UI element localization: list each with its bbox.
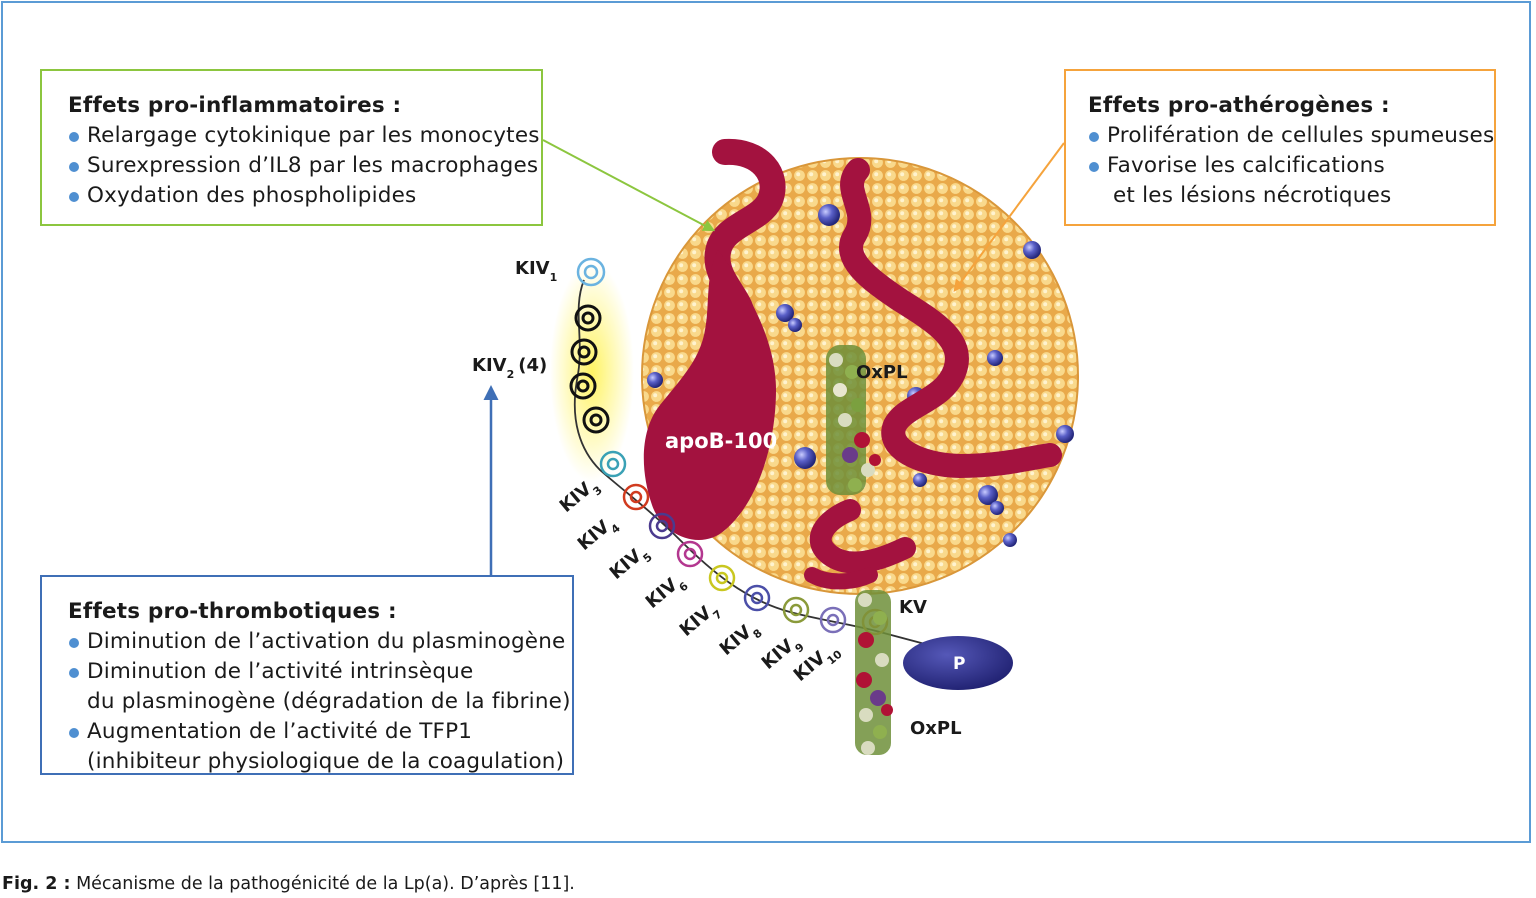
list-item-continuation: et les lésions nécrotiques	[1113, 183, 1392, 208]
oxpl-top-molecule	[826, 345, 881, 495]
list-item: Prolifération de cellules spumeuses	[1088, 121, 1494, 151]
box-title: Effets pro-athérogènes :	[1088, 93, 1390, 118]
kiv2-coils	[569, 304, 610, 434]
caption-text: Mécanisme de la pathogénicité de la Lp(a…	[70, 874, 575, 894]
arrow-atherogenic	[953, 142, 1065, 292]
kiv7-coil	[708, 564, 736, 592]
kiv6-label: KIV6	[642, 569, 691, 616]
list-item: Diminution de l’activation du plasminogè…	[68, 627, 572, 657]
kiv3-coil	[599, 450, 627, 478]
box-pro-atherogenic: Effets pro-athérogènes : Prolifération d…	[1064, 69, 1496, 226]
kiv7-label: KIV7	[676, 598, 725, 645]
p-protein-shape	[903, 636, 1013, 690]
kringle-chain	[569, 257, 941, 649]
apob-100-blob	[643, 250, 776, 540]
kiv1-coil	[576, 257, 606, 287]
kiv8-coil	[743, 584, 771, 612]
kiv8-label: KIV8	[716, 617, 765, 664]
bullet-list: Diminution de l’activation du plasminogè…	[68, 627, 572, 777]
list-item: Relargage cytokinique par les monocytes	[68, 121, 541, 151]
oxpl-top-label: OxPL	[856, 362, 908, 383]
list-item: Favorise les calcifications	[1088, 151, 1494, 181]
list-item-continuation: du plasminogène (dégradation de la fibri…	[87, 689, 571, 714]
kiv5-coil	[648, 512, 676, 540]
oxpl-bottom-molecule	[855, 590, 893, 755]
p-label: P	[953, 654, 965, 674]
box-pro-thrombotic: Effets pro-thrombotiques : Diminution de…	[40, 575, 574, 775]
figure-caption: Fig. 2 : Mécanisme de la pathogénicité d…	[2, 874, 575, 894]
oxpl-bottom-label: OxPL	[910, 718, 962, 739]
figure-frame	[1, 1, 1531, 843]
kiv6-coil	[676, 540, 704, 568]
kiv9-coil	[782, 596, 810, 624]
bullet-list: Relargage cytokinique par les monocytes …	[68, 121, 541, 211]
caption-label: Fig. 2 :	[2, 874, 71, 894]
list-item: Oxydation des phospholipides	[68, 181, 541, 211]
kiv1-label: KIV1	[515, 258, 557, 284]
kiv4-label: KIV4	[574, 511, 623, 558]
kv-label: KV	[899, 597, 927, 618]
kiv2-highlight	[550, 262, 634, 482]
kiv10-coil	[819, 606, 847, 634]
box-title: Effets pro-thrombotiques :	[68, 599, 397, 624]
list-item-continuation: (inhibiteur physiologique de la coagulat…	[87, 749, 565, 774]
apob-label: apoB-100	[665, 429, 777, 453]
kiv5-label: KIV5	[606, 541, 655, 588]
box-title: Effets pro-inflammatoires :	[68, 93, 402, 118]
list-item: Surexpression d’IL8 par les macrophages	[68, 151, 541, 181]
kiv4-coil	[622, 483, 650, 511]
bullet-list: Prolifération de cellules spumeuses Favo…	[1088, 121, 1494, 211]
kiv2-label: KIV2(4)	[472, 355, 547, 381]
list-item: Diminution de l’activité intrinsèque	[68, 657, 572, 687]
box-pro-inflammatory: Effets pro-inflammatoires : Relargage cy…	[40, 69, 543, 226]
arrow-inflammatory	[542, 139, 716, 232]
list-item: Augmentation de l’activité de TFP1	[68, 717, 572, 747]
